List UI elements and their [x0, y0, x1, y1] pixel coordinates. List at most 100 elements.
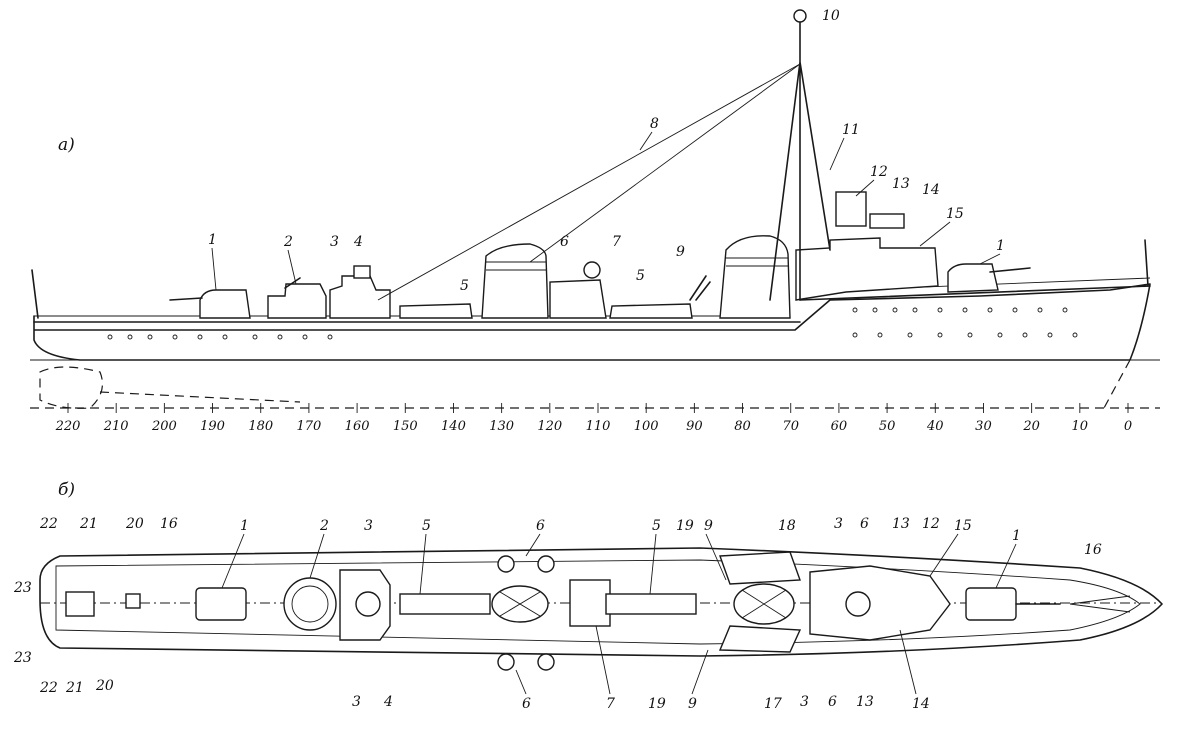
panel-label-side-view: a)	[58, 135, 75, 155]
side-callouts: 1 2 3 4 5 6 7 5 8 9 10 11 12 13 14 15 1	[208, 8, 1005, 294]
frame-label: 90	[686, 419, 703, 434]
side-callout: 2	[283, 234, 293, 250]
side-callout: 11	[842, 122, 860, 138]
plan-callout: 3	[364, 518, 373, 534]
side-callout: 5	[636, 268, 645, 284]
plan-bridge	[809, 565, 951, 641]
plan-callout: 6	[536, 518, 545, 534]
frame-label: 110	[586, 419, 611, 434]
plan-director	[845, 591, 871, 617]
rangefinder-director	[835, 191, 867, 227]
plan-boat-18	[719, 551, 801, 585]
hull-plan-outline	[39, 547, 1163, 657]
superfiring-gun-turret	[267, 283, 327, 319]
side-callout: 9	[676, 244, 685, 260]
forward-torpedo-tubes	[609, 303, 693, 319]
side-leader-lines	[211, 131, 1001, 291]
plan-callout: 1	[240, 518, 249, 534]
plan-callout: 3	[352, 694, 361, 710]
plan-callout: 23	[13, 650, 32, 666]
plan-callout: 6	[828, 694, 837, 710]
plan-callout: 12	[922, 516, 940, 532]
plan-callout: 21	[65, 680, 84, 696]
side-callout: 13	[892, 176, 910, 192]
navigating-bridge	[869, 213, 905, 229]
plan-callout: 13	[856, 694, 874, 710]
plan-callout: 9	[688, 696, 697, 712]
plan-callout: 1	[1012, 528, 1021, 544]
side-callout: 3	[330, 234, 339, 250]
frame-label: 40	[926, 419, 944, 434]
frame-label: 70	[782, 419, 799, 434]
plan-view	[39, 547, 1163, 671]
side-callout: 5	[460, 278, 469, 294]
side-callout: 10	[822, 8, 840, 24]
side-callout: 12	[870, 164, 888, 180]
frame-label: 0	[1124, 419, 1132, 434]
tripod-mast	[769, 15, 831, 301]
plan-callout: 19	[648, 696, 666, 712]
anchor-chains	[1069, 595, 1131, 613]
aft-gun-turret	[199, 289, 251, 319]
side-callout: 14	[922, 182, 940, 198]
frame-label: 30	[975, 419, 992, 434]
plan-leader-lines	[221, 533, 1017, 695]
aft-torpedo-tubes	[399, 303, 473, 319]
portholes-aft	[107, 334, 333, 340]
plan-callout: 4	[383, 694, 393, 710]
midship-deckhouse	[549, 279, 607, 319]
plan-callout: 23	[13, 580, 32, 596]
plan-callout: 5	[652, 518, 661, 534]
propeller-outline	[39, 366, 103, 409]
bridge-superstructure	[795, 237, 939, 301]
frame-label: 20	[1022, 419, 1040, 434]
aft-superstructure	[329, 275, 391, 319]
panel-label-plan-view: б)	[58, 480, 75, 500]
frame-label: 130	[489, 419, 514, 434]
plan-callout: 3	[834, 516, 843, 532]
plan-callout: 15	[954, 518, 972, 534]
plan-callout: 6	[522, 696, 531, 712]
plan-callout: 17	[764, 696, 782, 712]
frame-label: 150	[393, 419, 418, 434]
plan-callout: 19	[676, 518, 694, 534]
plan-forward-turret	[965, 587, 1017, 621]
frame-label: 80	[734, 419, 751, 434]
frame-label: 100	[634, 419, 659, 434]
forward-funnel	[719, 235, 791, 319]
plan-callout: 14	[912, 696, 930, 712]
plan-aft-torpedo-tubes	[399, 593, 491, 615]
plan-boat-17	[718, 625, 802, 653]
frame-label: 140	[441, 419, 466, 434]
frame-label: 220	[55, 419, 81, 434]
portholes-forward	[852, 307, 1078, 338]
plan-callout: 5	[422, 518, 431, 534]
after-funnel	[481, 243, 549, 319]
frame-label: 10	[1072, 419, 1089, 434]
side-callout: 7	[612, 234, 621, 250]
frame-label: 170	[296, 419, 321, 434]
side-callout: 8	[650, 116, 659, 132]
plan-searchlight	[355, 591, 381, 617]
frame-label: 200	[151, 419, 177, 434]
plan-midship-deckhouse	[569, 579, 611, 627]
frame-label: 210	[103, 419, 129, 434]
plan-callout: 20	[125, 516, 144, 532]
plan-callout: 22	[39, 680, 58, 696]
plan-callout: 20	[95, 678, 114, 694]
side-callout: 1	[208, 232, 217, 248]
plan-callout: 21	[79, 516, 98, 532]
plan-callouts-bottom: 23 23 22 21 20 3 4 6 7 19 9 17 3 6 13 14	[13, 580, 930, 712]
plan-callout: 16	[1084, 542, 1102, 558]
plan-aft-turret	[195, 587, 247, 621]
plan-callout: 6	[860, 516, 869, 532]
frame-label: 160	[345, 419, 370, 434]
plan-callout: 16	[160, 516, 178, 532]
plan-callout: 18	[778, 518, 796, 534]
plan-callout: 7	[606, 696, 615, 712]
forward-gun-turret	[947, 263, 999, 293]
plan-callout: 9	[704, 518, 713, 534]
